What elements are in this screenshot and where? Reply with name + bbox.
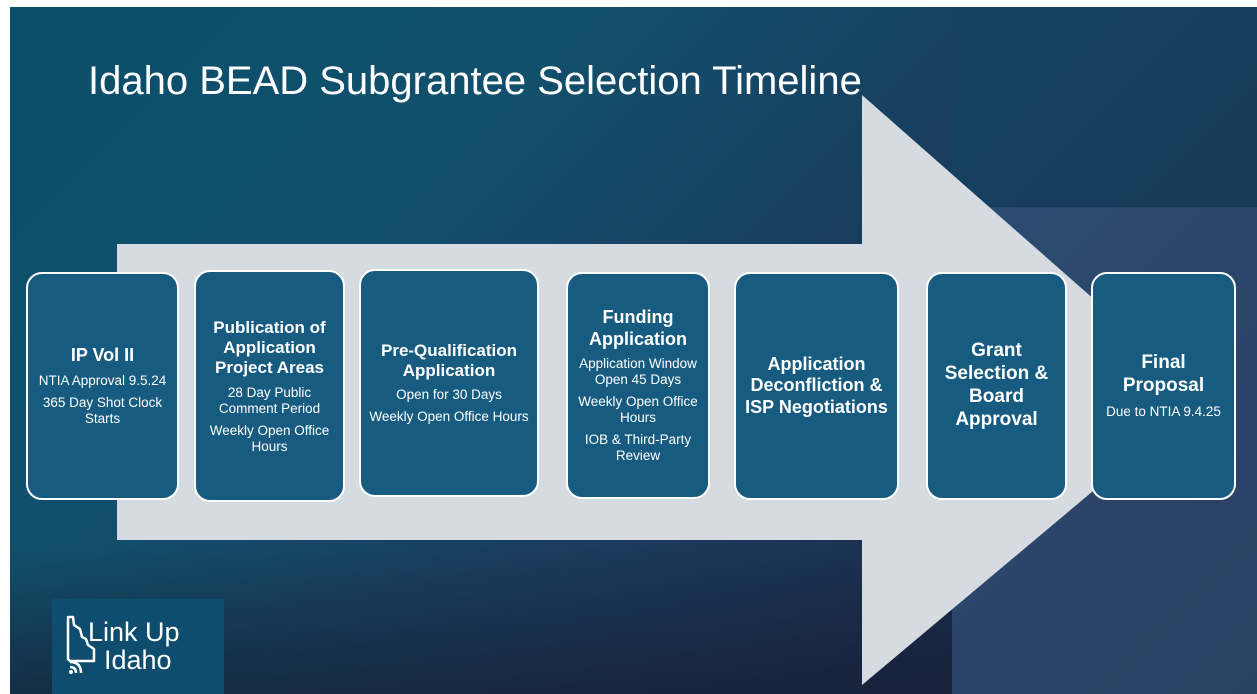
timeline-step-final-proposal: Final Proposal Due to NTIA 9.4.25 — [1091, 272, 1236, 500]
timeline-step-grant-selection: Grant Selection & Board Approval — [926, 272, 1067, 500]
step-detail: Weekly Open Office Hours — [209, 422, 330, 454]
idaho-state-wifi-icon — [66, 615, 96, 674]
step-title: Pre-Qualification Application — [380, 340, 518, 381]
step-detail: IOB & Third-Party Review — [584, 432, 692, 463]
slide: Idaho BEAD Subgrantee Selection Timeline… — [10, 7, 1257, 694]
timeline-step-publication: Publication of Application Project Areas… — [194, 270, 345, 502]
step-title: Grant Selection & Board Approval — [944, 340, 1049, 430]
page-title: Idaho BEAD Subgrantee Selection Timeline — [88, 59, 862, 103]
step-title: Application Deconfliction & ISP Negotiat… — [745, 353, 888, 417]
step-detail: 28 Day Public Comment Period — [218, 384, 321, 416]
step-title: Funding Application — [589, 307, 687, 349]
step-detail: Application Window Open 45 Days — [579, 356, 697, 388]
background-panel-top-right — [952, 7, 1257, 207]
step-detail: NTIA Approval 9.5.24 — [38, 372, 167, 388]
timeline-step-deconfliction: Application Deconfliction & ISP Negotiat… — [734, 272, 899, 500]
step-detail: 365 Day Shot Clock Starts — [42, 394, 163, 426]
step-detail: Due to NTIA 9.4.25 — [1106, 403, 1221, 419]
step-title: Publication of Application Project Areas — [213, 317, 326, 378]
timeline-step-funding-application: Funding Application Application Window O… — [566, 272, 710, 499]
timeline-step-ip-vol-ii: IP Vol II NTIA Approval 9.5.24 365 Day S… — [26, 272, 179, 500]
link-up-idaho-logo: Link Up Idaho — [52, 599, 224, 694]
logo-text-line-1: Link Up — [88, 617, 180, 647]
step-title: Final Proposal — [1122, 352, 1205, 397]
step-detail: Open for 30 Days — [396, 387, 502, 403]
step-title: IP Vol II — [70, 345, 135, 366]
timeline-step-pre-qualification: Pre-Qualification Application Open for 3… — [359, 269, 539, 497]
logo-text-line-2: Idaho — [104, 645, 172, 675]
step-detail: Weekly Open Office Hours — [369, 409, 529, 425]
step-detail: Weekly Open Office Hours — [578, 394, 698, 426]
